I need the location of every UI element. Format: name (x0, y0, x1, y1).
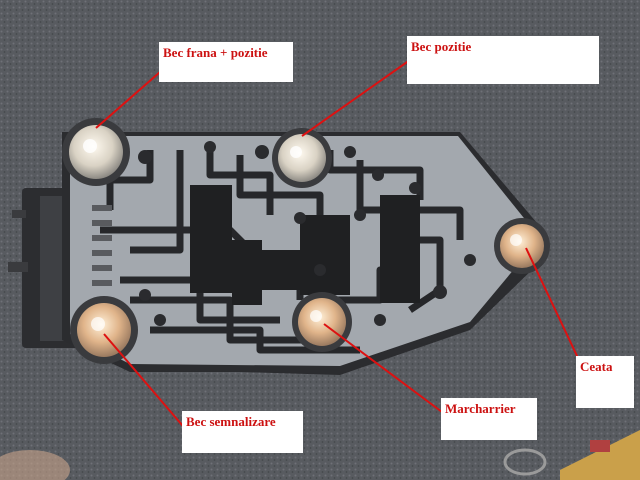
board-cutouts (190, 185, 420, 305)
callout-indicator: Bec semnalizare (182, 411, 303, 453)
leader-line-indicator (103, 333, 189, 433)
bottom-left-shadow (0, 450, 70, 480)
callout-position: Bec pozitie (407, 36, 599, 84)
connector-pins (92, 205, 112, 286)
bulb-brake-position (62, 118, 130, 186)
callout-fog: Ceata (576, 356, 634, 408)
leader-line-brake (95, 71, 161, 129)
leader-line-position (301, 59, 411, 137)
leader-line-fog (525, 247, 579, 359)
callout-reverse: Marcharrier (441, 398, 537, 440)
bulb-position (272, 128, 332, 188)
bottom-right-clutter (503, 430, 640, 480)
leader-line-reverse (323, 323, 443, 413)
bulb-indicator (70, 296, 138, 364)
leader-lines (95, 59, 579, 433)
board-holes (138, 141, 476, 326)
callout-brake-position: Bec frana + pozitie (159, 42, 293, 82)
bulb-reverse (292, 292, 352, 352)
bulb-fog (494, 218, 550, 274)
